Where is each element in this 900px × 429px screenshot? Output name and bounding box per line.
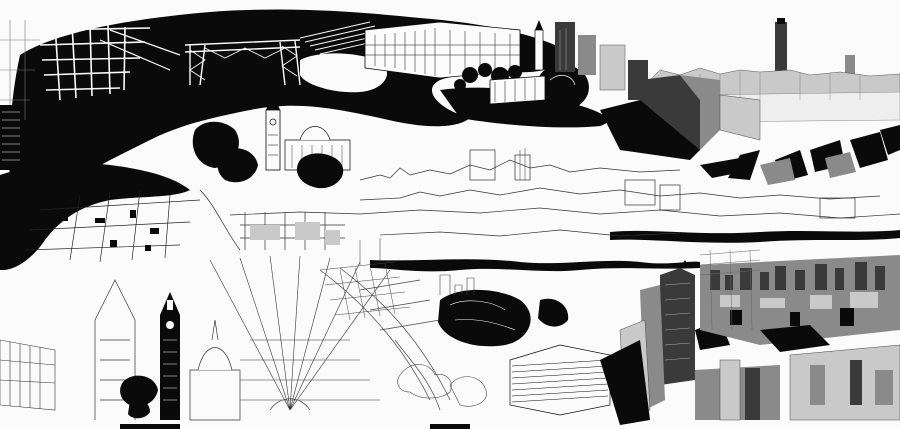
- curved-road-lines: [319, 267, 451, 411]
- building-group-shadows: [600, 75, 761, 160]
- black-horizon-strip: [610, 230, 900, 243]
- small-clock-tower: [534, 20, 544, 71]
- tree-cluster-center: [192, 121, 344, 189]
- extruded-blocks-bottom-right: [695, 325, 900, 421]
- shrub-cluster-middle: [438, 289, 569, 347]
- hatched-block-right-river: [489, 75, 546, 105]
- street-grid-topleft: [39, 23, 181, 101]
- outline-buildings-middle: [439, 274, 475, 295]
- thin-masts: [359, 148, 526, 265]
- map-linework-lower-left: [24, 189, 241, 263]
- perspective-building-left: [0, 339, 56, 411]
- river-mass-lower: [0, 163, 190, 270]
- transporter-bridge: [184, 39, 301, 86]
- dense-city-model: [700, 255, 900, 345]
- map-blocks-lower-left: [60, 210, 159, 251]
- clock-tower-center: [265, 92, 281, 171]
- tree-cluster-lower-left: [120, 375, 158, 419]
- bottom-ink-accents: [120, 424, 470, 429]
- grid-left-edge: [0, 20, 40, 120]
- outline-skyscraper-lower-left: [94, 279, 136, 420]
- striped-building: [509, 344, 611, 416]
- grid-lower-middle: [319, 261, 411, 321]
- black-river-line: [370, 259, 700, 272]
- clock-tower-lower-left: [160, 292, 180, 420]
- pier-hatch: [299, 21, 391, 55]
- domed-building-lower: [189, 319, 241, 421]
- gray-panels-middle: [250, 222, 340, 245]
- shadow-wedges-right-gray: [760, 152, 856, 185]
- river-inlet: [440, 87, 608, 128]
- grid-lower-right: [699, 249, 761, 331]
- perspective-rays: [209, 255, 391, 411]
- tree-cluster-right: [537, 64, 589, 110]
- tower-silhouette-left: [0, 105, 22, 170]
- industrial-buildings-top: [555, 22, 648, 100]
